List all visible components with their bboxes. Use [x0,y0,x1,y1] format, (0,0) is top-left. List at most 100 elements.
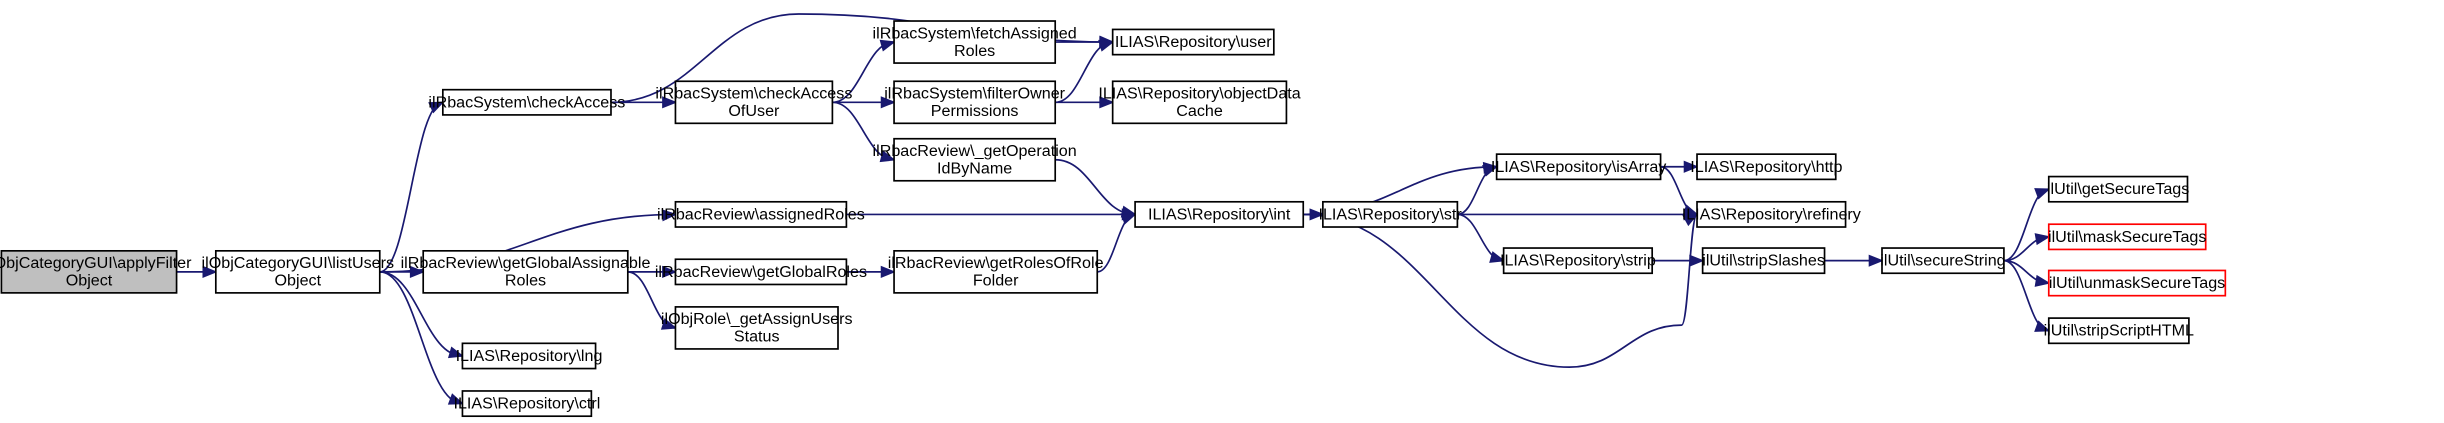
node-n18[interactable]: ILIAS\Repository\isArray [1491,153,1667,181]
edge-n17-n18 [1457,165,1499,216]
node-n27[interactable]: ilUtil\stripScriptHTML [2044,317,2194,345]
node-box [1111,80,1288,125]
node-n12[interactable]: ilRbacReview\getGlobalRoles [655,258,867,286]
node-n10[interactable]: ilRbacReview\assignedRoles [657,200,865,228]
edge-arrowhead [1098,39,1115,52]
node-n24[interactable]: ilUtil\getSecureTags [2047,175,2189,203]
edge-arrowhead [447,346,465,359]
node-label: ILIAS\Repository\objectData [1098,85,1300,103]
node-label: ILIAS\Repository\int [1148,205,1291,223]
node-n19[interactable]: ILIAS\Repository\http [1690,153,1843,181]
node-n2[interactable]: ilRbacSystem\checkAccess [428,88,625,116]
node-label: IdByName [937,160,1012,178]
node-box [1495,153,1662,181]
node-box [441,88,612,116]
edge-n11-n14 [627,271,678,330]
node-box [422,249,629,294]
edge-n6-n7 [1055,96,1115,109]
node-box [214,249,381,294]
edge-arrowhead [1689,254,1705,267]
node-n15[interactable]: ILIAS\Repository\lng [456,342,603,370]
node-label: ILIAS\Repository\user [1115,33,1272,51]
edge-arrowhead [879,39,896,52]
edge-arrowhead [880,96,896,109]
edge-n3-n4 [832,39,896,104]
node-n21[interactable]: ILIAS\Repository\strip [1500,247,1656,275]
node-label: Permissions [931,102,1019,120]
edge-arrowhead [1683,160,1699,173]
edge-n18-n20 [1660,165,1699,216]
node-box [893,137,1057,182]
edge-n12-n13 [846,265,896,278]
node-box [461,342,597,370]
node-label: Roles [505,272,546,290]
edge-n3-n8 [832,101,896,163]
edge-n23-n25 [2003,233,2051,262]
node-n17[interactable]: ILIAS\Repository\str [1319,200,1463,228]
node-n23[interactable]: ilUtil\secureString [1880,247,2006,275]
node-n25[interactable]: ilUtil\maskSecureTags [2047,223,2207,251]
node-label: ilUtil\stripSlashes [1702,252,1825,270]
node-label: ilRbacReview\getGlobalRoles [655,263,867,281]
edge-arrowhead [409,265,426,278]
edge-n0-n1 [176,265,218,278]
node-label: ILIAS\Repository\strip [1500,252,1656,270]
edge-arrowhead [2034,233,2051,246]
edge-arrowhead [447,393,465,405]
edge-n1-n2 [379,101,445,273]
node-box [1502,247,1654,275]
node-box [461,390,593,418]
node-label: Roles [954,42,995,60]
edge-arrowhead [660,318,678,330]
edge-n17-n21 [1457,213,1506,263]
node-n20[interactable]: ILIAS\Repository\refinery [1682,200,1862,228]
node-box [2047,317,2190,345]
edge-arrowhead [2034,188,2051,200]
edge-n23-n24 [2003,188,2051,262]
node-label: ilRbacReview\assignedRoles [657,205,865,223]
edge-arrowhead [879,150,896,163]
node-label: ILIAS\Repository\str [1319,205,1463,223]
node-box [1881,247,2005,275]
node-label: ilUtil\unmaskSecureTags [2049,274,2225,292]
node-label: ILIAS\Repository\lng [456,347,603,365]
node-label: ILIAS\Repository\isArray [1491,158,1667,176]
node-label: ilUtil\stripScriptHTML [2044,322,2194,340]
node-label: ilObjCategoryGUI\listUsers [202,254,394,272]
node-n16[interactable]: ILIAS\Repository\ctrl [453,390,600,418]
node-n5[interactable]: ILIAS\Repository\user [1111,28,1275,56]
edge-n6-n5 [1055,39,1115,104]
edge-arrowhead [880,265,896,278]
node-label: ILIAS\Repository\refinery [1682,205,1862,223]
node-label: ilObjCategoryGUI\applyFilter [0,254,192,272]
node-n9[interactable]: ILIAS\Repository\int [1134,200,1305,228]
node-label: ilUtil\getSecureTags [2047,180,2189,198]
node-label: ILIAS\Repository\ctrl [453,395,600,413]
node-label: Folder [973,272,1019,290]
node-box [893,80,1057,125]
edge-line [379,101,444,273]
edge-arrowhead [1099,96,1115,109]
node-n26[interactable]: ilUtil\unmaskSecureTags [2047,269,2227,297]
node-box [674,80,834,125]
edge-n8-n9 [1055,158,1137,218]
node-label: ilRbacSystem\fetchAssigned [873,24,1077,42]
node-label: ILIAS\Repository\http [1690,158,1842,176]
edge-line [1457,213,1504,262]
node-box [1696,200,1847,228]
edge-n3-n6 [832,96,896,109]
node-box [2047,223,2207,251]
node-label: ilUtil\secureString [1880,252,2005,270]
node-box [1322,200,1459,228]
edge-n23-n27 [2003,259,2051,332]
node-n22[interactable]: ilUtil\stripSlashes [1701,247,1826,275]
